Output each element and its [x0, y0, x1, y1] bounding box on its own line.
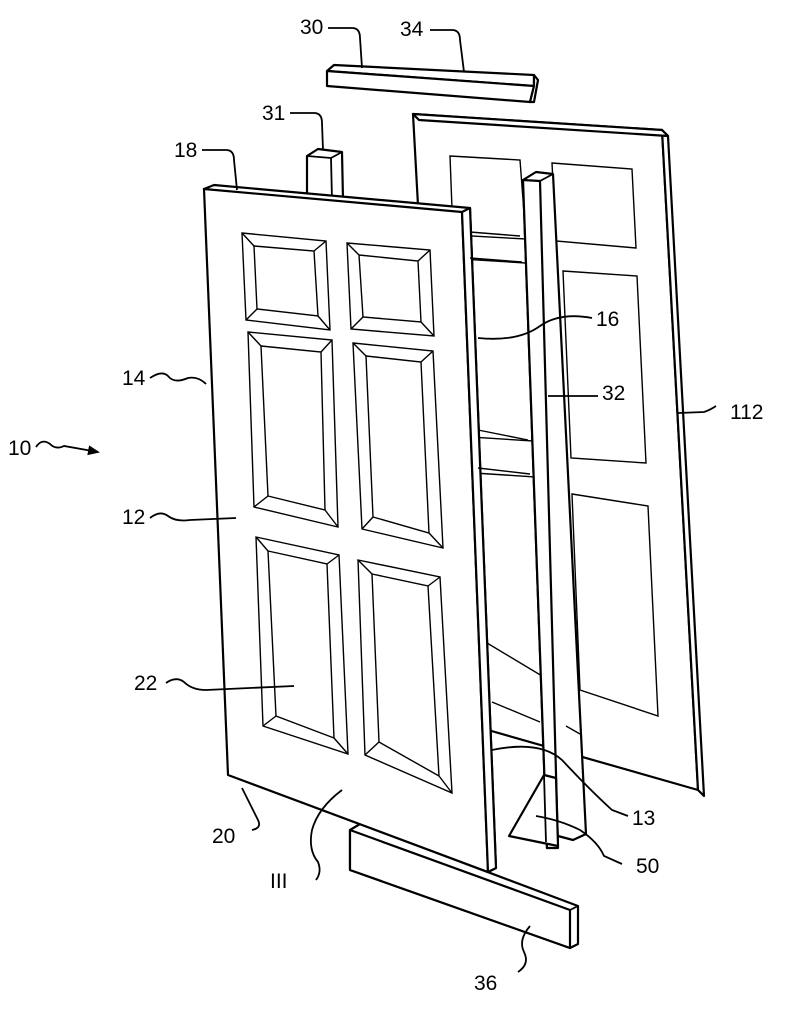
front-panel-top-right: [346, 242, 435, 337]
front-panel-mid-right: [352, 342, 444, 549]
label-20: 20: [212, 825, 235, 848]
wedge-50: [507, 773, 560, 848]
top-rail: [325, 63, 540, 104]
core-edge-2: [469, 257, 523, 263]
label-12: 12: [122, 506, 145, 529]
front-panel-top-left: [241, 232, 331, 331]
front-panel-bottom-right: [357, 559, 453, 795]
label-14: 14: [122, 367, 146, 390]
label-22: 22: [134, 672, 157, 695]
label-32: 32: [602, 382, 625, 405]
reference-numerals: 30 34 31 18 16 14 32 112 10 12 22 13 20 …: [8, 16, 763, 995]
label-36: 36: [474, 972, 497, 995]
core-edge-1: [469, 231, 521, 237]
core-edge-3: [477, 429, 529, 441]
label-34: 34: [400, 18, 424, 41]
stile-32: [521, 170, 588, 850]
label-18: 18: [174, 139, 197, 162]
label-13: 13: [632, 807, 655, 830]
label-50: 50: [636, 855, 659, 878]
core-edge-6: [565, 725, 581, 735]
back-panel-bottom-right: [571, 493, 659, 717]
front-door-skin: [202, 183, 498, 874]
label-112: 112: [730, 401, 763, 424]
leader-lines: [35, 27, 717, 973]
front-panel-mid-left: [247, 331, 339, 528]
core-edge-5: [491, 701, 541, 723]
stile-31-top: [305, 147, 345, 202]
label-30: 30: [300, 16, 323, 39]
label-III: III: [270, 870, 288, 893]
label-31: 31: [262, 102, 285, 125]
core-edge-4: [477, 467, 531, 475]
label-10: 10: [8, 437, 31, 460]
front-panel-bottom-left: [255, 536, 349, 755]
label-16: 16: [596, 308, 619, 331]
